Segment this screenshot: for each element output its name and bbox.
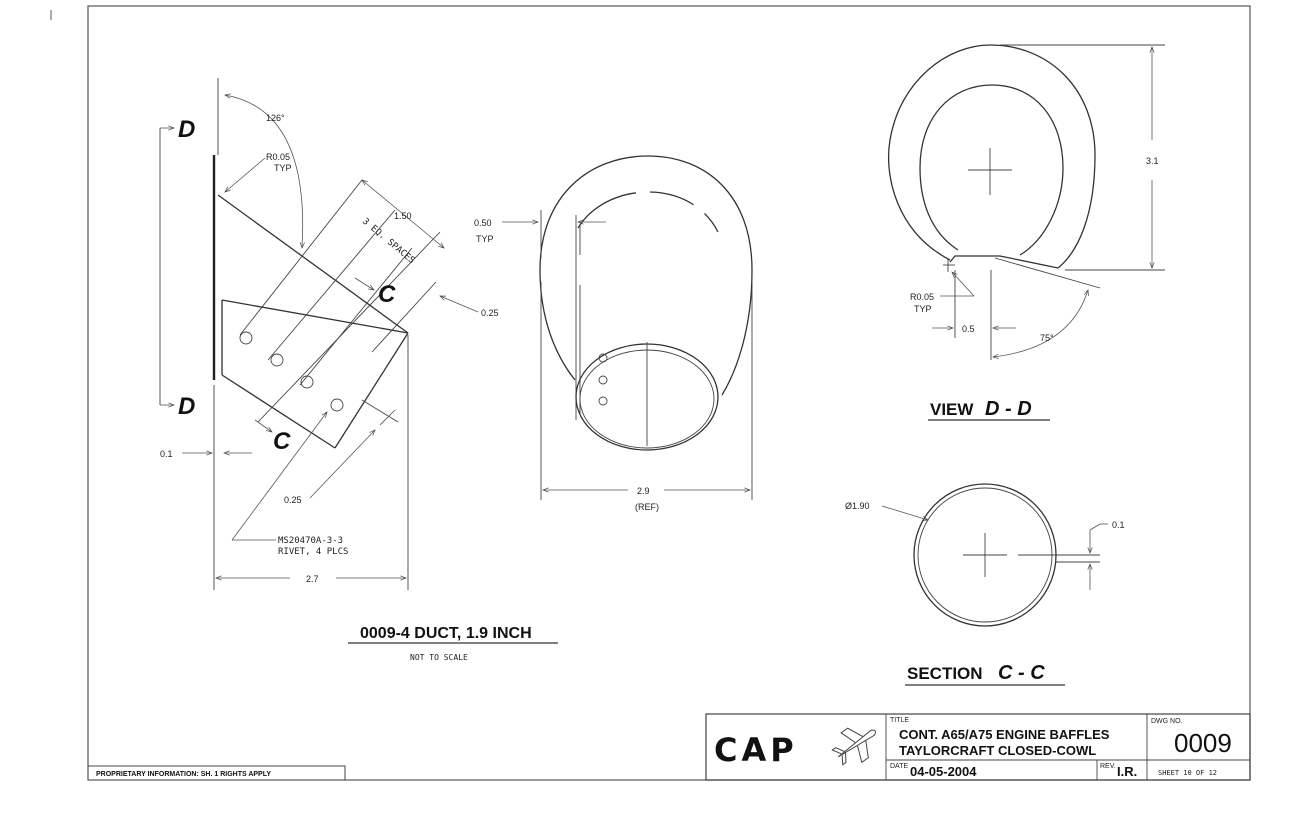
date-label: DATE: [890, 763, 908, 770]
section-cc-title-prefix: SECTION: [907, 664, 983, 683]
drawing-title-line2: TAYLORCRAFT CLOSED-COWL: [899, 743, 1096, 758]
dim-27-label: 2.7: [306, 574, 319, 584]
rivet-hole: [300, 375, 314, 389]
view-dd: 3.1 R0.05 TYP 0.5 75° VIEW D - D: [887, 44, 1165, 421]
drawing-border: [87, 5, 1251, 781]
dim-01-cc-label: 0.1: [1112, 520, 1125, 530]
section-cc-title-ref: C - C: [998, 662, 1045, 684]
dd-radius-typ-label: TYP: [914, 304, 932, 314]
angle-arc-126: [225, 95, 303, 248]
angle-arc-75: [993, 290, 1088, 357]
view-dd-inner-profile: [919, 84, 1064, 256]
section-cc: Ø1.90 0.1 SECTION C - C: [845, 483, 1125, 686]
view-dd-title-prefix: VIEW: [930, 400, 974, 419]
rivet-hole: [598, 396, 608, 406]
diameter-label: Ø1.90: [845, 501, 870, 511]
title-block: CAP TITLE CONT. A65/A75 ENGINE BAFFLES T…: [705, 713, 1251, 781]
rivet-hole: [330, 398, 344, 412]
section-ref-c-bottom: C: [273, 428, 291, 455]
dim-025-right-label: 0.25: [481, 308, 499, 318]
proprietary-notice: PROPRIETARY INFORMATION: SH. 1 RIGHTS AP…: [88, 765, 346, 780]
section-ref-d-bottom: D: [178, 393, 195, 420]
sheet-number: SHEET 10 OF 12: [1158, 769, 1217, 777]
drawing-title-line1: CONT. A65/A75 ENGINE BAFFLES: [899, 727, 1110, 742]
dwg-no-value: 0009: [1174, 728, 1232, 758]
dim-31-label: 3.1: [1146, 156, 1159, 166]
dd-radius-label: R0.05: [910, 292, 934, 302]
duct-side-view: 0.50 TYP 2.9 (REF): [474, 155, 753, 512]
cap-logo-text: CAP: [714, 731, 798, 769]
duct-view-title: 0009-4 DUCT, 1.9 INCH: [360, 625, 532, 642]
left-flat-pattern-view: D D 126° R0.05 TYP 1.50 3 EQ. SPACES C C: [159, 78, 558, 662]
rivet-hole: [598, 375, 608, 385]
airplane-logo-icon: [831, 727, 876, 766]
angle-75-label: 75°: [1040, 333, 1054, 343]
radius-typ-label: TYP: [274, 163, 292, 173]
title-label: TITLE: [890, 717, 909, 724]
angle-126-label: 126°: [266, 113, 285, 123]
duct-outer-profile: [539, 155, 753, 396]
rivet-note-line2: RIVET, 4 PLCS: [278, 547, 348, 557]
view-dd-outer-profile: [887, 44, 1096, 269]
dim-050-label: 0.50: [474, 218, 492, 228]
dim-29-label: 2.9: [637, 486, 650, 496]
section-ref-d-top: D: [178, 116, 195, 143]
dim-01-label: 0.1: [160, 449, 173, 459]
view-dd-title-ref: D - D: [985, 398, 1032, 420]
dim-29-ref-label: (REF): [635, 502, 659, 512]
dim-050-typ-label: TYP: [476, 234, 494, 244]
spacing-label: 1.50: [394, 211, 412, 221]
duct-view-subtitle: NOT TO SCALE: [410, 653, 468, 662]
duct-inner-profile: [577, 191, 719, 233]
dim-05-label: 0.5: [962, 324, 975, 334]
radius-label: R0.05: [266, 152, 290, 162]
rivet-hole: [270, 353, 284, 367]
section-ref-c-top: C: [378, 281, 396, 308]
date-value: 04-05-2004: [910, 764, 977, 779]
dwg-no-label: DWG NO.: [1151, 718, 1183, 725]
rivet-note-line1: MS20470A-3-3: [278, 536, 343, 546]
proprietary-text: PROPRIETARY INFORMATION: SH. 1 RIGHTS AP…: [96, 771, 271, 778]
rev-label: REV.: [1100, 763, 1116, 770]
spacing-dim-line: [362, 180, 444, 248]
rev-value: I.R.: [1117, 764, 1137, 779]
rivet-hole: [239, 331, 253, 345]
pattern-top-edge: [217, 194, 409, 334]
rivet-hole: [598, 353, 608, 363]
dim-025-bottom-label: 0.25: [284, 495, 302, 505]
